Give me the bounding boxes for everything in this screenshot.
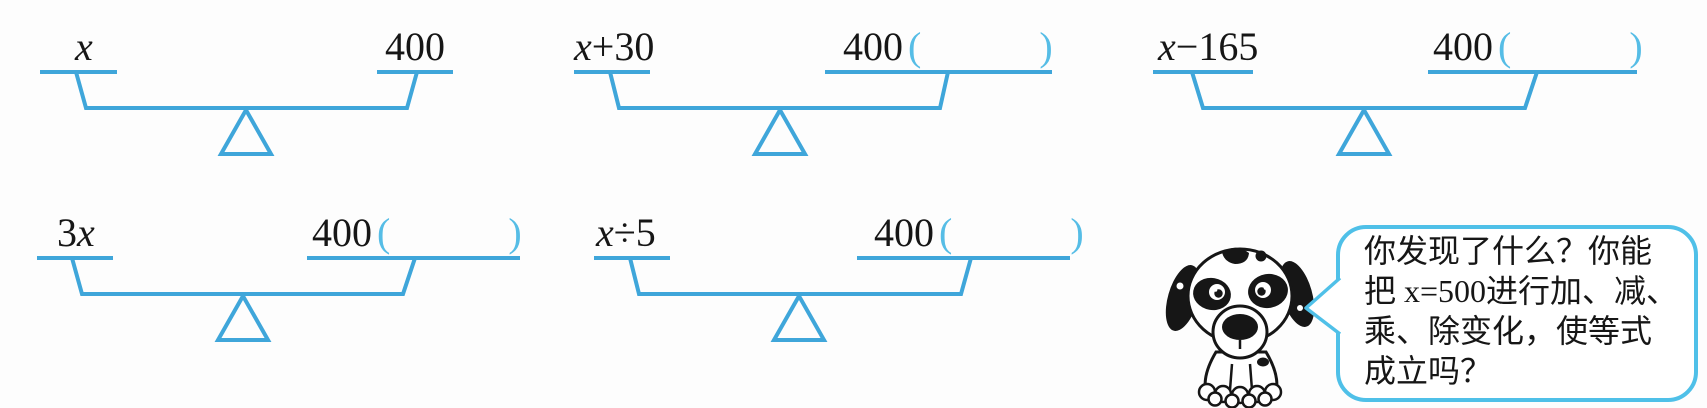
triangle-fulcrum-icon xyxy=(751,105,809,156)
left-pan-label: 3x xyxy=(57,210,95,255)
left-pan-label: x xyxy=(75,24,93,69)
right-pan-label: 400() xyxy=(1433,24,1643,69)
speech-line: 乘、除变化，使等式 xyxy=(1364,313,1653,349)
balance-lines-icon xyxy=(37,256,520,342)
balance-scale-2: x+30 400() xyxy=(560,24,1060,160)
right-pan-label: 400 xyxy=(385,24,445,69)
right-pan-label: 400() xyxy=(874,210,1084,255)
balance-lines-icon xyxy=(594,256,1070,342)
open-paren: ( xyxy=(1498,24,1512,69)
speech-line: 你发现了什么？你能 xyxy=(1364,233,1653,269)
mascot-group: 你发现了什么？你能 把 x=500进行加、减、 乘、除变化，使等式 成立吗？ xyxy=(1150,216,1707,408)
open-paren: ( xyxy=(939,210,953,255)
left-pan-label: x−165 xyxy=(1158,24,1259,69)
close-paren: ) xyxy=(508,210,522,255)
close-paren: ) xyxy=(1070,210,1084,255)
left-pan-label: x÷5 xyxy=(596,210,656,255)
close-paren: ) xyxy=(1039,24,1053,69)
balance-lines-icon xyxy=(574,70,1052,156)
dalmatian-dog-icon xyxy=(1165,247,1315,408)
close-paren: ) xyxy=(1629,24,1643,69)
balance-scale-4: 3x 400() xyxy=(30,210,530,346)
right-pan-label: 400() xyxy=(843,24,1053,69)
speech-bubble-tail-icon xyxy=(1304,276,1342,336)
triangle-fulcrum-icon xyxy=(770,291,828,342)
left-pan-label: x+30 xyxy=(574,24,655,69)
open-paren: ( xyxy=(908,24,922,69)
right-pan-label: 400() xyxy=(312,210,522,255)
balance-lines-icon xyxy=(40,70,453,156)
balance-scale-3: x−165 400() xyxy=(1120,24,1650,160)
speech-line: 把 x=500进行加、减、 xyxy=(1364,273,1679,309)
triangle-fulcrum-icon xyxy=(217,105,275,156)
open-paren: ( xyxy=(377,210,391,255)
balance-scale-5: x÷5 400() xyxy=(560,210,1084,346)
speech-bubble: 你发现了什么？你能 把 x=500进行加、减、 乘、除变化，使等式 成立吗？ xyxy=(1336,225,1698,402)
triangle-fulcrum-icon xyxy=(1335,105,1393,156)
triangle-fulcrum-icon xyxy=(214,291,272,342)
balance-lines-icon xyxy=(1153,70,1637,156)
balance-scale-1: x 400 xyxy=(30,24,460,160)
speech-line: 成立吗？ xyxy=(1364,353,1493,389)
